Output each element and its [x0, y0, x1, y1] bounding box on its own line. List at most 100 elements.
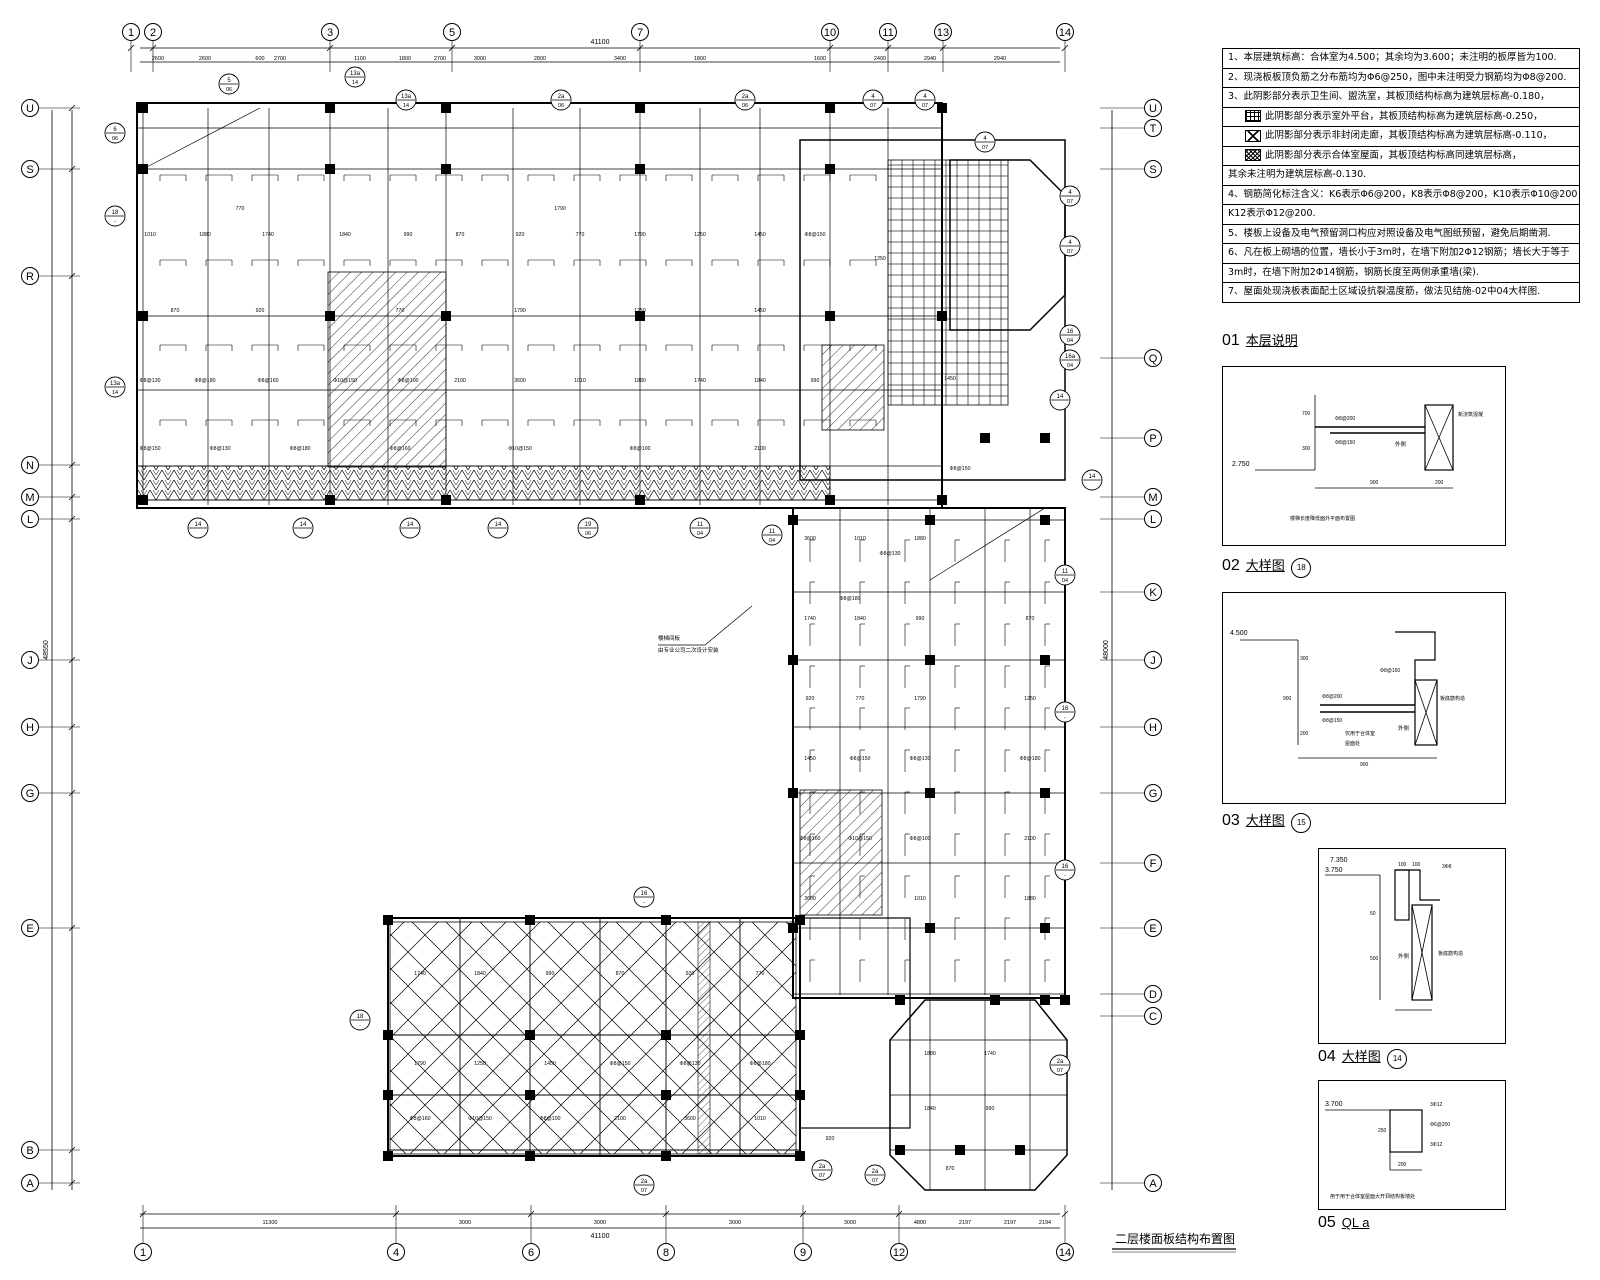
bottom-dim-label: 3000 [459, 1220, 471, 1226]
detail-04-frame [1318, 848, 1506, 1044]
axis-top-7: 7 [631, 23, 649, 41]
detail-03-dim-4: 900 [1360, 762, 1369, 768]
annotation-value: 1250 [1024, 696, 1036, 702]
detail-02-dim-4: 200 [1435, 480, 1444, 486]
column-mark [795, 915, 805, 925]
axis-bottom-6-label: 6 [528, 1247, 534, 1259]
annotation-value: 920 [516, 232, 525, 238]
axis-bottom-12-label: 12 [893, 1247, 905, 1259]
detail-03-label-5: 板底筋构造 [1440, 695, 1465, 702]
axis-left-N-label: N [26, 460, 34, 472]
top-dim-label: 2600 [152, 56, 164, 62]
column-mark [635, 164, 645, 174]
annotation-value: 990 [986, 1106, 995, 1112]
axis-right-K-7-label: K [1149, 587, 1157, 599]
axis-left-R: R [21, 267, 39, 285]
section-mark-bottom: 06 [112, 136, 118, 142]
section-mark-bottom: 06 [742, 103, 748, 109]
overall-height-left: 48550 [43, 640, 50, 660]
column-mark [441, 164, 451, 174]
annotation-value: Φ8@100 [398, 378, 419, 384]
column-mark [955, 1145, 965, 1155]
annotation-value: Φ8@130 [140, 378, 161, 384]
axis-left-N: N [21, 456, 39, 474]
detail-02-caption: 楼梯长度降低面外平面布置图 [1290, 515, 1355, 522]
bottom-dim-label: 11300 [263, 1220, 278, 1226]
section-mark-top: 16 [1062, 864, 1069, 870]
annotation-value: 1840 [924, 1106, 936, 1112]
section-mark: 16- [1054, 859, 1076, 881]
section-mark-top: 2a [1057, 1059, 1064, 1065]
detail-04-elev-1: 7.350 [1330, 857, 1348, 864]
toilet-hatch [327, 271, 447, 468]
top-dim-label: 1800 [399, 56, 411, 62]
column-mark [525, 1151, 535, 1161]
axis-left-B: B [21, 1141, 39, 1159]
detail-01-label: 本层说明 [1245, 333, 1298, 348]
column-mark [325, 495, 335, 505]
note-row: 2、现浇板板顶负筋之分布筋均为Φ6@250，图中未注明受力钢筋均为Φ8@200. [1223, 69, 1579, 88]
axis-left-S: S [21, 160, 39, 178]
top-dim-label: 2600 [199, 56, 211, 62]
column-mark [525, 1030, 535, 1040]
column-mark [441, 495, 451, 505]
annotation-value: 2100 [1024, 836, 1036, 842]
dimension-lines [51, 47, 1113, 1229]
axis-right-D-13: D [1144, 985, 1162, 1003]
axis-left-E-label: E [26, 923, 33, 935]
detail-04-dim-1: 100 [1398, 862, 1407, 868]
axis-left-M-label: M [25, 492, 34, 504]
axis-right-G-10: G [1144, 784, 1162, 802]
column-mark [383, 1090, 393, 1100]
axis-top-14-label: 14 [1059, 27, 1071, 39]
axis-bottom-8: 8 [657, 1243, 675, 1261]
section-mark-bottom: 07 [1057, 1068, 1063, 1074]
axis-top-1-label: 1 [128, 27, 134, 39]
cross-swatch-icon [1245, 129, 1261, 142]
axis-right-A-15-label: A [1149, 1178, 1157, 1190]
section-mark-bottom: 04 [769, 538, 775, 544]
axis-right-U-0-label: U [1149, 103, 1157, 115]
axis-left-H: H [21, 718, 39, 736]
section-mark-top: 14 [1057, 394, 1064, 400]
annotation-value: 3600 [804, 536, 816, 542]
axis-right-A-15: A [1144, 1174, 1162, 1192]
drawing-title: 二层楼面板结构布置图 [1115, 1231, 1235, 1246]
column-mark [825, 311, 835, 321]
annotation-value: 1740 [694, 378, 706, 384]
section-mark-top: 14 [300, 522, 307, 528]
section-mark-top: 2a [872, 1169, 879, 1175]
axis-right-M-5-label: M [1148, 492, 1157, 504]
detail-04-num: 04 [1318, 1048, 1336, 1065]
column-mark [788, 515, 798, 525]
annotation-value: 2100 [614, 1116, 626, 1122]
bottom-dim-label: 3000 [844, 1220, 856, 1226]
section-mark-bottom: 04 [1067, 363, 1073, 369]
corridor-hatch [136, 465, 831, 501]
annotation-value: Φ10@150 [848, 836, 872, 842]
axis-bottom-8-label: 8 [663, 1247, 669, 1259]
annotation-value: Φ8@180 [840, 596, 861, 602]
annotation-value: 870 [1026, 616, 1035, 622]
column-mark [325, 311, 335, 321]
top-dim-label: 2940 [924, 56, 936, 62]
axis-right-T-1: T [1144, 119, 1162, 137]
axis-right-L-6: L [1144, 510, 1162, 528]
detail-05-dim-2: 250 [1378, 1128, 1387, 1134]
detail-04-ref: 14 [1387, 1049, 1408, 1069]
annotation-value: 870 [616, 971, 625, 977]
section-mark: 14 [292, 517, 314, 539]
column-mark [525, 1090, 535, 1100]
annotation-value: Φ8@160 [410, 1116, 431, 1122]
column-mark [138, 311, 148, 321]
section-mark-bottom: - [114, 219, 116, 225]
detail-04-label-3: 板底筋构造 [1438, 950, 1463, 957]
top-dim-label: 2700 [274, 56, 286, 62]
section-mark-top: 6 [113, 127, 117, 133]
detail-03-label-7: 屋面处 [1345, 740, 1360, 747]
annotation-value: Φ8@180 [750, 1061, 771, 1067]
